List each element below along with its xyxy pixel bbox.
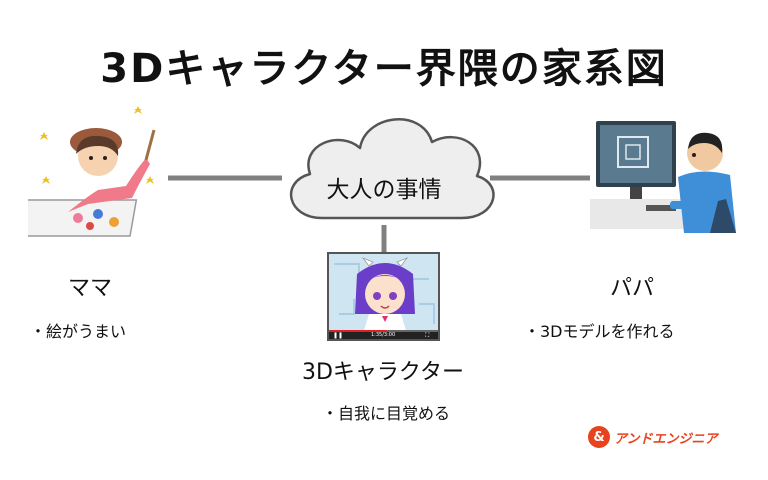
fullscreen-icon[interactable]: ⛶ [425,332,430,339]
cloud-shape [289,118,495,220]
papa-trait: ・3Dモデルを作れる [524,322,675,341]
mama-name: ママ [67,276,112,301]
logo-mark-icon: & [588,426,610,448]
child-name: 3Dキャラクター [301,360,465,385]
cloud-label: 大人の事情 [326,177,442,203]
time-readout: 1:35/3:00 [371,332,396,338]
progress-fill [329,330,387,332]
brand-logo: & アンドエンジニア [588,425,733,449]
child-trait: ・自我に目覚める [321,404,450,423]
player-controls[interactable]: ❚❚ 1:35/3:00 ⛶ [329,330,438,339]
mama-trait: ・絵がうまい [30,322,127,341]
mama-illustration [28,106,156,237]
pause-icon[interactable]: ❚❚ [333,332,344,339]
character-illustration [334,257,435,334]
papa-illustration [590,121,736,233]
video-player[interactable]: ❚❚ 1:35/3:00 ⛶ [327,252,440,341]
logo-text: アンドエンジニア [614,431,718,447]
papa-name: パパ [609,276,654,301]
diagram-title: 3Dキャラクター界隈の家系図 [100,46,668,92]
